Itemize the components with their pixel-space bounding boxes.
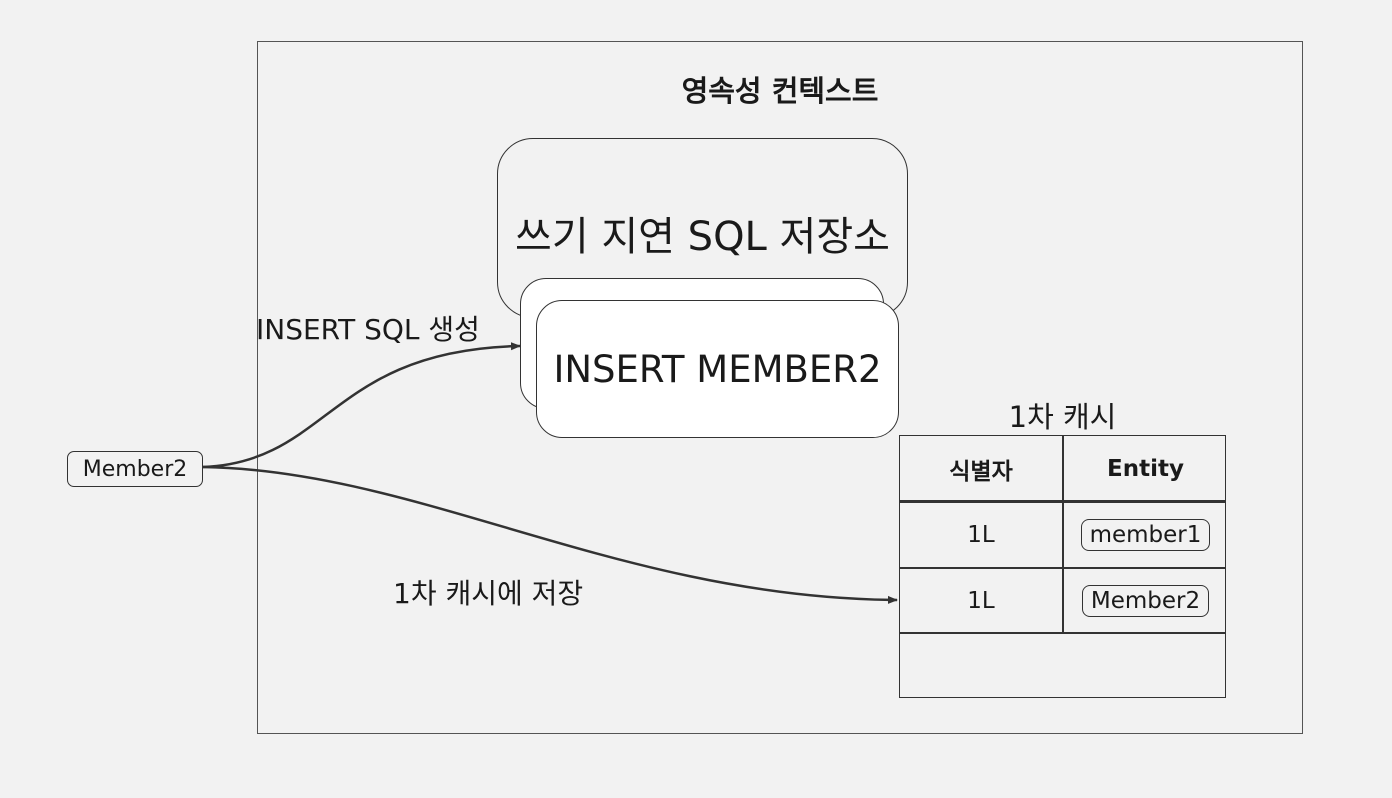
row-divider: [900, 632, 1225, 634]
cache-row-2-entity-pill: Member2: [1081, 584, 1210, 617]
entity-node-label: Member2: [82, 456, 188, 482]
cache-row-1-entity-pill: member1: [1080, 519, 1211, 551]
cache-title: 1차 캐시: [1008, 400, 1117, 434]
arrow-to-sql-store: [202, 342, 521, 469]
cache-table: 식별자 Entity 1L member1 1L Member2: [899, 435, 1226, 698]
write-behind-store-title: 쓰기 지연 SQL 저장소: [515, 214, 890, 260]
cache-row-1-entity: member1: [1064, 503, 1227, 567]
insert-sql-label: INSERT SQL 생성: [256, 313, 480, 346]
column-header-entity: Entity: [1107, 455, 1184, 482]
column-divider: [1062, 436, 1064, 633]
persistence-context-title: 영속성 컨텍스트: [681, 74, 879, 108]
cache-row-1-id: 1L: [967, 522, 995, 548]
entity-node: Member2: [67, 451, 203, 487]
sql-card-query: INSERT MEMBER2: [553, 347, 882, 391]
arrow-to-cache: [202, 465, 898, 604]
save-cache-label: 1차 캐시에 저장: [393, 577, 584, 610]
sql-card: INSERT MEMBER2: [536, 300, 899, 438]
cache-row-2-entity: Member2: [1064, 569, 1227, 632]
column-header-id: 식별자: [949, 458, 1013, 485]
cache-row-2-id: 1L: [967, 587, 995, 614]
